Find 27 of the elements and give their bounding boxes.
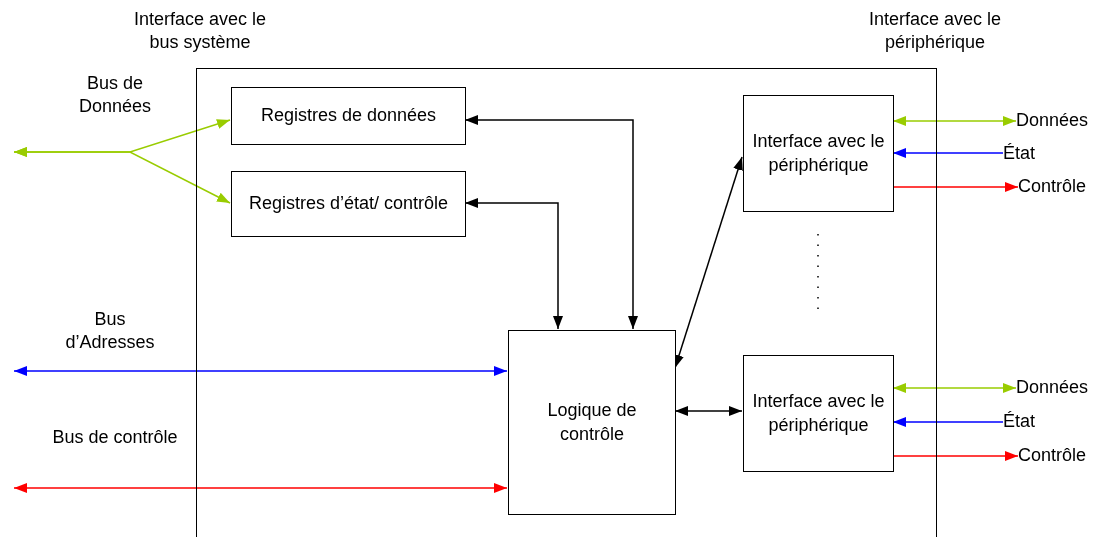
arrow (892, 148, 1004, 158)
logic-box: Logique de contrôle (508, 330, 676, 515)
signal-label: État (1003, 409, 1063, 435)
signal-label: État (1003, 141, 1063, 167)
arrow (464, 198, 563, 330)
section-heading: Interface avec le bus système (132, 8, 268, 55)
arrow (13, 147, 231, 204)
register-box: Registres d’état/ contrôle (231, 171, 466, 237)
arrow (892, 182, 1019, 192)
arrow (892, 451, 1019, 461)
arrow (892, 417, 1004, 427)
arrow (464, 115, 638, 330)
arrow (674, 406, 743, 416)
arrow (13, 366, 508, 376)
arrow (892, 383, 1017, 393)
signal-label: Contrôle (1018, 174, 1108, 200)
arrow (13, 483, 508, 493)
arrow (674, 156, 743, 369)
signal-label: Contrôle (1018, 443, 1108, 469)
section-heading: Interface avec le périphérique (867, 8, 1003, 55)
module-frame (196, 68, 937, 537)
interface-box: Interface avec le périphérique (743, 355, 894, 472)
register-box: Registres de données (231, 87, 466, 145)
signal-label: Données (1016, 375, 1108, 401)
signal-label: Données (1016, 108, 1108, 134)
arrow (892, 116, 1017, 126)
interface-box: Interface avec le périphérique (743, 95, 894, 212)
